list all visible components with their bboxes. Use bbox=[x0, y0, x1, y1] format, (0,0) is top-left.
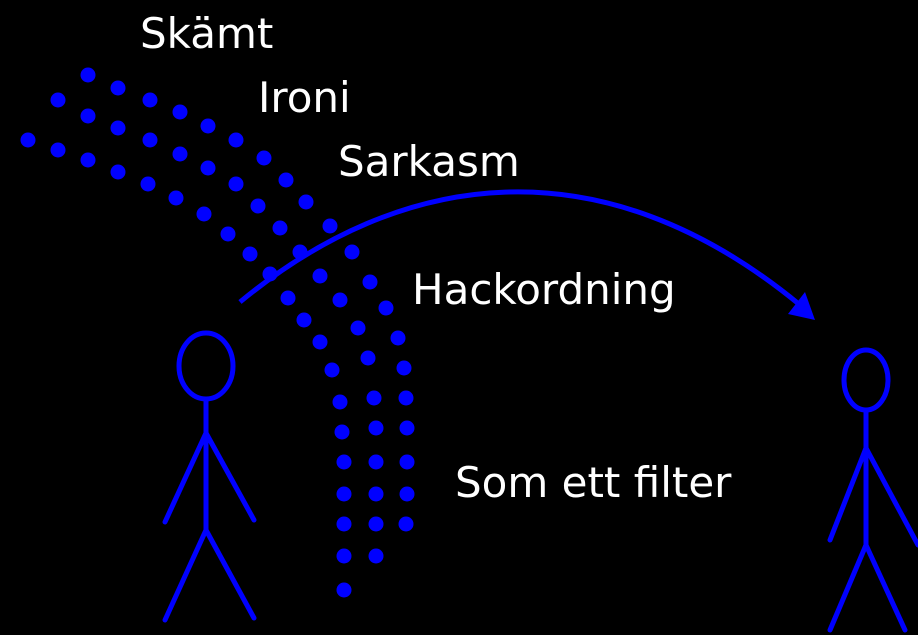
filter-dot bbox=[378, 300, 394, 316]
receiver-left-arm bbox=[827, 445, 869, 543]
receiver-right-arm bbox=[863, 445, 918, 548]
filter-dot bbox=[296, 312, 312, 328]
filter-dot bbox=[398, 390, 414, 406]
arrowhead-icon bbox=[788, 292, 815, 320]
sender-left-leg bbox=[162, 527, 209, 623]
filter-dot bbox=[324, 362, 340, 378]
label-filter: Som ett filter bbox=[455, 458, 732, 507]
label-skamt: Skämt bbox=[140, 9, 273, 58]
filter-dot bbox=[50, 92, 66, 108]
filter-dot bbox=[399, 420, 415, 436]
filter-dot bbox=[332, 394, 348, 410]
filter-dot bbox=[200, 160, 216, 176]
filter-dot bbox=[110, 120, 126, 136]
filter-dot bbox=[368, 548, 384, 564]
receiver-left-leg bbox=[827, 542, 869, 633]
filter-dot bbox=[228, 132, 244, 148]
filter-dot bbox=[399, 486, 415, 502]
filter-dot bbox=[298, 194, 314, 210]
filter-dot bbox=[312, 334, 328, 350]
filter-dot bbox=[390, 330, 406, 346]
receiver-right-leg bbox=[863, 542, 908, 633]
filter-dot bbox=[344, 244, 360, 260]
receiver-head bbox=[841, 347, 891, 413]
filter-dot bbox=[172, 104, 188, 120]
filter-dot bbox=[110, 164, 126, 180]
filter-dot bbox=[350, 320, 366, 336]
filter-dot bbox=[368, 454, 384, 470]
filter-dot bbox=[366, 390, 382, 406]
filter-dot bbox=[312, 268, 328, 284]
filter-dot bbox=[368, 420, 384, 436]
filter-dot bbox=[368, 486, 384, 502]
filter-dot bbox=[50, 142, 66, 158]
filter-dot bbox=[336, 486, 352, 502]
filter-dot bbox=[228, 176, 244, 192]
filter-dot bbox=[368, 516, 384, 532]
dotted-filter-band bbox=[20, 67, 415, 598]
filter-dot bbox=[168, 190, 184, 206]
filter-dot bbox=[362, 274, 378, 290]
filter-dot bbox=[172, 146, 188, 162]
filter-dot bbox=[80, 152, 96, 168]
sender-left-arm bbox=[162, 430, 209, 525]
filter-dot bbox=[256, 150, 272, 166]
filter-dot bbox=[142, 92, 158, 108]
filter-dot bbox=[396, 360, 412, 376]
sender-right-arm bbox=[203, 430, 257, 523]
label-ironi: Ironi bbox=[258, 73, 351, 122]
filter-dot bbox=[142, 132, 158, 148]
sender-stick-figure bbox=[162, 330, 257, 623]
filter-dot bbox=[242, 246, 258, 262]
filter-dot bbox=[398, 516, 414, 532]
sender-right-leg bbox=[203, 527, 257, 621]
message-arc-arrow bbox=[238, 189, 802, 307]
receiver-stick-figure bbox=[827, 347, 918, 633]
filter-dot bbox=[80, 67, 96, 83]
filter-dot bbox=[336, 454, 352, 470]
filter-dot bbox=[334, 424, 350, 440]
filter-dot bbox=[332, 292, 348, 308]
filter-dot bbox=[336, 548, 352, 564]
filter-dot bbox=[200, 118, 216, 134]
filter-dot bbox=[336, 582, 352, 598]
filter-dot bbox=[272, 220, 288, 236]
filter-dot bbox=[399, 454, 415, 470]
filter-dot bbox=[250, 198, 266, 214]
label-hackordning: Hackordning bbox=[412, 265, 676, 314]
label-sarkasm: Sarkasm bbox=[338, 137, 520, 186]
filter-dot bbox=[220, 226, 236, 242]
filter-dot bbox=[278, 172, 294, 188]
filter-dot bbox=[336, 516, 352, 532]
filter-dot bbox=[196, 206, 212, 222]
filter-dot bbox=[80, 108, 96, 124]
filter-dot bbox=[360, 350, 376, 366]
sender-head bbox=[176, 330, 236, 402]
filter-dot bbox=[322, 218, 338, 234]
filter-dot bbox=[280, 290, 296, 306]
filter-dot bbox=[110, 80, 126, 96]
filter-dot bbox=[20, 132, 36, 148]
filter-dot bbox=[140, 176, 156, 192]
